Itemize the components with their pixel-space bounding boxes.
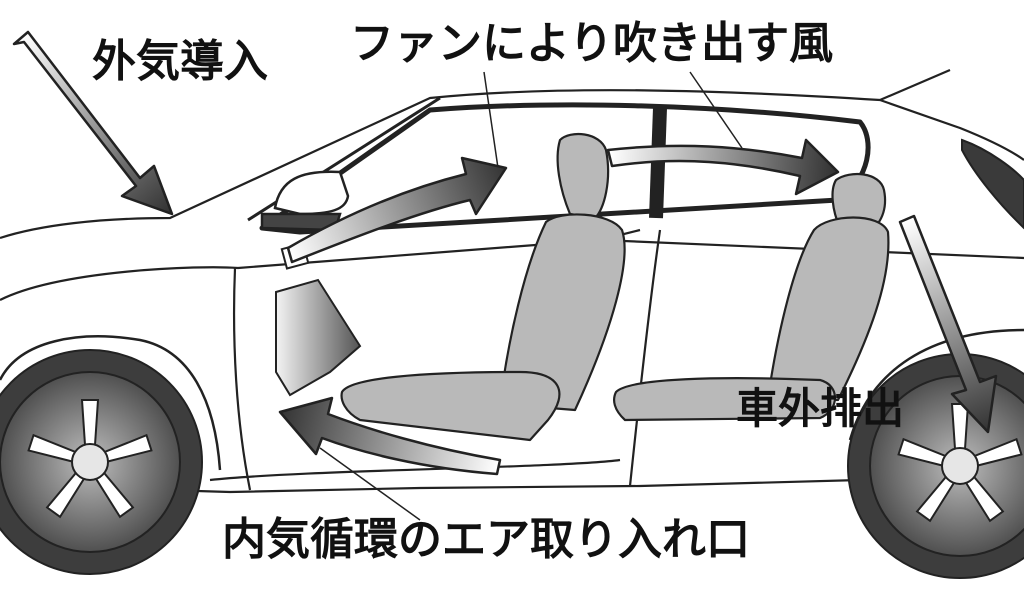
fan-airflow-arrow-rear: [606, 138, 840, 196]
side-mirror: [260, 170, 350, 232]
exhaust-outside-label: 車外排出: [736, 384, 905, 433]
recirculation-inlet-arrow: [278, 396, 502, 476]
outside-air-intake-arrow: [12, 30, 174, 216]
fan-airflow-arrow-front: [286, 156, 508, 264]
front-wheel: [0, 335, 222, 575]
dashboard: [275, 242, 362, 397]
rear-seat: [613, 173, 890, 422]
exhaust-outside-arrow: [898, 214, 998, 434]
recirculation-inlet-label: 内気循環のエア取り入れ口: [222, 514, 750, 565]
rear-wheel: [847, 328, 1024, 579]
leader-lines: [319, 71, 743, 521]
fan-airflow-label: ファンにより吹き出す風: [350, 18, 834, 69]
front-seat: [340, 132, 626, 442]
outside-air-intake-label: 外気導入: [92, 36, 268, 87]
